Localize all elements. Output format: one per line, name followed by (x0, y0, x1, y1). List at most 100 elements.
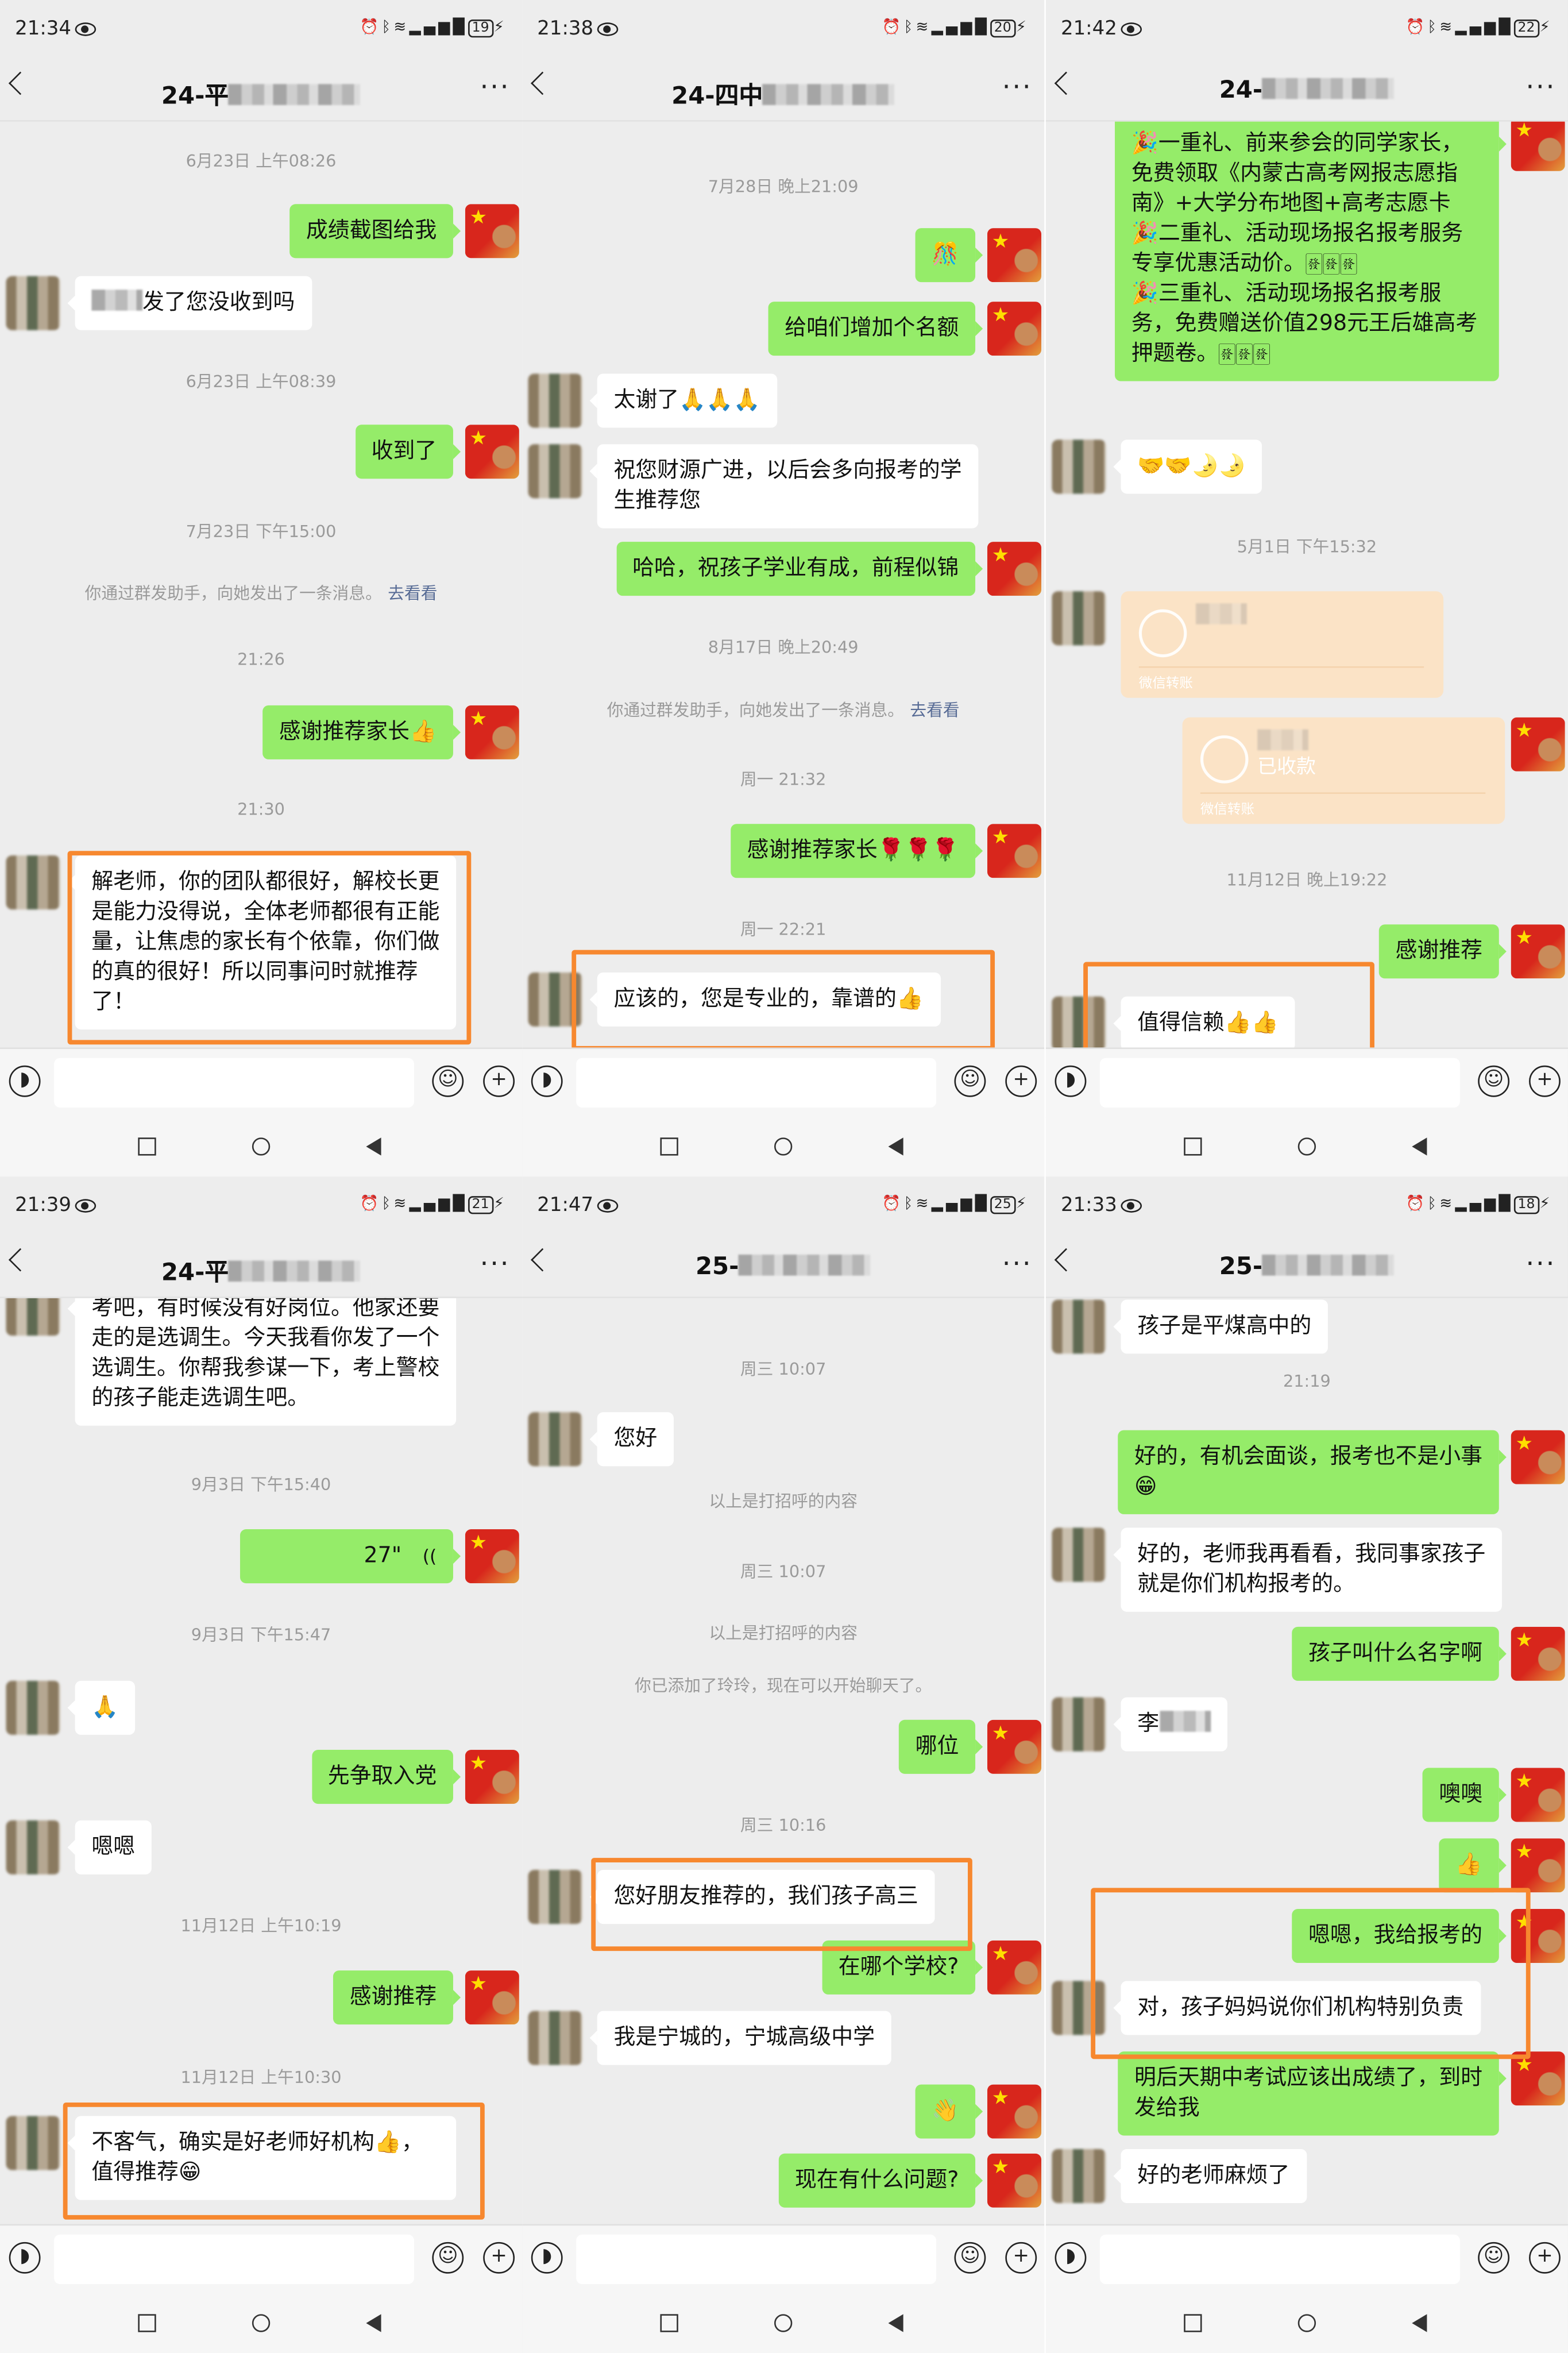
emoji-icon[interactable]: ☺ (1478, 1065, 1510, 1097)
back-button[interactable] (1412, 1137, 1427, 1156)
avatar[interactable] (528, 2011, 582, 2065)
message-list[interactable]: 孩子是平煤高中的21:19好的，有机会面谈，报考也不是小事😁好的，老师我再看看，… (1046, 1176, 1568, 2224)
message-bubble[interactable]: 考吧，有时候没有好岗位。他家还要走的是选调生。今天我看你发了一个选调生。你帮我参… (67, 1281, 457, 1426)
avatar[interactable] (465, 1750, 519, 1804)
message-bubble[interactable]: 👋 (915, 2084, 983, 2139)
avatar[interactable] (528, 373, 582, 428)
message-input[interactable] (1099, 2234, 1460, 2285)
avatar[interactable] (6, 1820, 60, 1874)
voice-input-icon[interactable]: ◗ (531, 1065, 563, 1097)
avatar[interactable] (1511, 1838, 1565, 1893)
message-bubble[interactable]: 祝您财源广进，以后会多向报考的学生推荐您 (589, 444, 979, 529)
message-bubble[interactable]: 成绩截图给我 (289, 204, 461, 259)
message-bubble[interactable]: 🎉一重礼、前来参会的同学家长，免费领取《内蒙古高考网报志愿指南》+大学分布地图+… (1115, 117, 1507, 381)
avatar[interactable] (465, 1529, 519, 1584)
transfer-card[interactable]: 微信转账 (1121, 591, 1444, 698)
home-button[interactable] (252, 1137, 271, 1156)
plus-icon[interactable]: + (1529, 2242, 1561, 2274)
message-input[interactable] (54, 2234, 415, 2285)
back-button[interactable] (888, 1137, 903, 1156)
avatar[interactable] (987, 228, 1042, 283)
message-bubble[interactable]: 应该的，您是专业的，靠谱的👍 (589, 972, 940, 1027)
message-bubble[interactable]: 噢噢 (1422, 1768, 1507, 1822)
message-bubble[interactable]: 孩子叫什么名字啊 (1292, 1626, 1507, 1681)
message-bubble[interactable]: 现在有什么问题? (778, 2153, 983, 2208)
more-options-icon[interactable]: ··· (1002, 1248, 1033, 1280)
home-button[interactable] (252, 2314, 271, 2332)
avatar[interactable] (1511, 1908, 1565, 1964)
message-bubble[interactable]: 您好 (589, 1412, 674, 1467)
avatar[interactable] (1052, 1527, 1106, 1582)
emoji-icon[interactable]: ☺ (432, 1065, 464, 1097)
avatar[interactable] (528, 444, 582, 499)
emoji-icon[interactable]: ☺ (954, 2242, 986, 2274)
recents-button[interactable] (138, 1137, 156, 1156)
message-bubble[interactable]: 给咱们增加个名额 (768, 302, 983, 356)
message-bubble[interactable]: 明后天期中考试应该出成绩了，到时发给我 (1118, 2051, 1507, 2136)
message-list[interactable]: 7月28日 晚上21:09🎊给咱们增加个名额太谢了🙏🙏🙏祝您财源广进，以后会多向… (522, 0, 1044, 1048)
avatar[interactable] (987, 2084, 1042, 2139)
more-options-icon[interactable]: ··· (480, 1248, 511, 1280)
message-bubble[interactable]: 收到了 (354, 425, 460, 479)
message-bubble[interactable]: 感谢推荐 (333, 1970, 461, 2025)
message-bubble[interactable]: 值得信赖👍👍 (1113, 996, 1295, 1048)
message-bubble[interactable]: 哈哈，祝孩子学业有成，前程似锦 (616, 542, 982, 596)
back-button[interactable] (366, 2314, 381, 2332)
back-button[interactable] (1412, 2314, 1427, 2332)
avatar[interactable] (465, 705, 519, 759)
avatar[interactable] (6, 855, 60, 910)
recents-button[interactable] (660, 2314, 678, 2332)
message-bubble[interactable]: 🤝🤝🌛🌛 (1113, 439, 1262, 494)
more-options-icon[interactable]: ··· (480, 72, 511, 104)
back-button[interactable] (366, 1137, 381, 1156)
message-bubble[interactable]: 太谢了🙏🙏🙏 (589, 373, 777, 428)
message-bubble[interactable]: 好的，老师我再看看，我同事家孩子就是你们机构报考的。 (1113, 1527, 1503, 1612)
more-options-icon[interactable]: ··· (1002, 72, 1033, 104)
back-button[interactable] (888, 2314, 903, 2332)
voice-input-icon[interactable]: ◗ (531, 2242, 563, 2274)
message-bubble[interactable]: 发了您没收到吗 (67, 276, 312, 330)
view-link[interactable]: 去看看 (910, 700, 960, 720)
home-button[interactable] (1297, 1137, 1316, 1156)
avatar[interactable] (987, 542, 1042, 596)
message-bubble[interactable]: 嗯嗯 (67, 1820, 152, 1874)
recents-button[interactable] (1184, 1137, 1202, 1156)
avatar[interactable] (1052, 1981, 1106, 2035)
message-input[interactable] (576, 2234, 937, 2285)
avatar[interactable] (465, 425, 519, 479)
avatar[interactable] (1052, 439, 1106, 494)
message-bubble[interactable]: 我是宁城的，宁城高级中学 (589, 2011, 891, 2065)
recents-button[interactable] (1184, 2314, 1202, 2332)
message-list[interactable]: 🎉一重礼、前来参会的同学家长，免费领取《内蒙古高考网报志愿指南》+大学分布地图+… (1046, 0, 1568, 1048)
plus-icon[interactable]: + (483, 2242, 515, 2274)
message-bubble[interactable]: 对，孩子妈妈说你们机构特别负责 (1113, 1981, 1481, 2035)
recents-button[interactable] (138, 2314, 156, 2332)
avatar[interactable] (1511, 1430, 1565, 1484)
avatar[interactable] (1511, 117, 1565, 171)
emoji-icon[interactable]: ☺ (1478, 2242, 1510, 2274)
avatar[interactable] (6, 2116, 60, 2170)
plus-icon[interactable]: + (1529, 1065, 1561, 1097)
avatar[interactable] (1511, 924, 1565, 979)
message-bubble[interactable]: 嗯嗯，我给报考的 (1292, 1908, 1507, 1964)
message-bubble[interactable]: 在哪个学校? (822, 1940, 983, 1995)
home-button[interactable] (774, 2314, 793, 2332)
avatar[interactable] (1511, 2051, 1565, 2106)
avatar[interactable] (1052, 996, 1106, 1048)
avatar[interactable] (6, 1680, 60, 1735)
voice-input-icon[interactable]: ◗ (1055, 2242, 1087, 2274)
home-button[interactable] (774, 1137, 793, 1156)
view-link[interactable]: 去看看 (388, 584, 438, 604)
avatar[interactable] (987, 2153, 1042, 2208)
avatar[interactable] (1052, 591, 1106, 646)
message-bubble[interactable]: 解老师，你的团队都很好，解校长更是能力没得说，全体老师都很有正能量，让焦虑的家长… (67, 855, 457, 1030)
message-bubble[interactable]: 👍 (1439, 1838, 1507, 1893)
voice-input-icon[interactable]: ◗ (1055, 1065, 1087, 1097)
message-list[interactable]: 6月23日 上午08:26成绩截图给我发了您没收到吗6月23日 上午08:39收… (0, 0, 522, 1047)
avatar[interactable] (1052, 2148, 1106, 2204)
avatar[interactable] (6, 276, 60, 330)
avatar[interactable] (465, 204, 519, 259)
avatar[interactable] (1052, 1697, 1106, 1752)
emoji-icon[interactable]: ☺ (432, 2242, 464, 2274)
message-bubble[interactable]: 好的，有机会面谈，报考也不是小事😁 (1118, 1430, 1507, 1514)
